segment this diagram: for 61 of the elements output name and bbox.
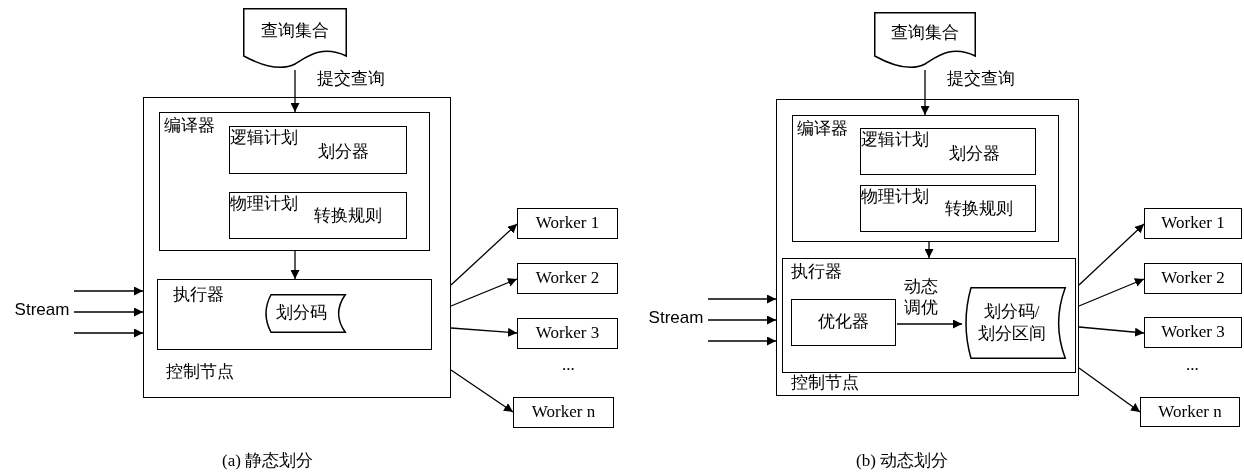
box-label: 划分器 xyxy=(318,143,369,162)
document-shape: 查询集合 xyxy=(243,8,347,70)
edge-label: 提交查询 xyxy=(947,70,1015,89)
ellipsis: ... xyxy=(562,356,575,375)
figure-caption: (a) 静态划分 xyxy=(222,452,314,471)
box-title: 控制节点 xyxy=(791,374,859,393)
arrow xyxy=(73,307,144,317)
arrow xyxy=(1078,223,1145,286)
arrow xyxy=(1078,326,1145,337)
arrow xyxy=(73,328,144,338)
box-label: 划分器 xyxy=(949,145,1000,164)
arrow xyxy=(450,327,518,337)
box-title: 物理计划 xyxy=(230,195,298,214)
document-shape: 查询集合 xyxy=(874,12,976,70)
ellipsis: ... xyxy=(1186,356,1199,375)
arrow xyxy=(1078,278,1145,307)
arrow xyxy=(290,250,300,280)
container-box xyxy=(791,114,1059,242)
process-box xyxy=(860,128,1036,175)
box-label: 转换规则 xyxy=(945,200,1013,219)
worker-box: Worker 1 xyxy=(1144,208,1242,239)
arrow xyxy=(707,336,777,346)
worker-box: Worker 2 xyxy=(517,263,618,294)
container-box xyxy=(143,97,451,398)
edge-label: 提交查询 xyxy=(317,70,385,89)
edge-label: 动态调优 xyxy=(904,276,940,319)
process-box xyxy=(229,192,407,239)
arrow xyxy=(920,69,930,116)
arrow xyxy=(73,286,144,296)
box-title: 逻辑计划 xyxy=(230,129,298,148)
container-box xyxy=(776,99,1079,396)
box-title: 控制节点 xyxy=(166,363,234,382)
arrow xyxy=(707,315,777,325)
stream-label: Stream xyxy=(10,300,74,320)
worker-box: Worker 1 xyxy=(517,208,618,239)
worker-box: Worker 3 xyxy=(517,318,618,349)
box-title: 逻辑计划 xyxy=(861,131,929,150)
arrow xyxy=(707,294,777,304)
worker-box: Worker 3 xyxy=(1144,317,1242,348)
arrow xyxy=(450,223,518,286)
figure-caption: (b) 动态划分 xyxy=(856,452,949,471)
arrow xyxy=(924,241,934,259)
box-title: 编译器 xyxy=(163,116,215,136)
process-box xyxy=(229,126,407,174)
container-box xyxy=(158,111,430,251)
process-box: 优化器 xyxy=(791,299,896,346)
process-box xyxy=(860,185,1036,232)
worker-box: Worker 2 xyxy=(1144,263,1242,294)
box-label: 转换规则 xyxy=(314,207,382,226)
arrow xyxy=(290,69,300,113)
box-title: 编译器 xyxy=(796,119,848,139)
arrow xyxy=(450,278,518,307)
box-title: 执行器 xyxy=(172,285,224,305)
container-box xyxy=(156,278,432,350)
worker-box: Worker n xyxy=(1140,397,1240,427)
arrow xyxy=(1078,367,1141,413)
arrow xyxy=(450,369,514,413)
box-title: 执行器 xyxy=(790,262,842,282)
worker-box: Worker n xyxy=(513,397,614,428)
stream-label: Stream xyxy=(644,308,708,328)
box-title: 物理计划 xyxy=(861,188,929,207)
